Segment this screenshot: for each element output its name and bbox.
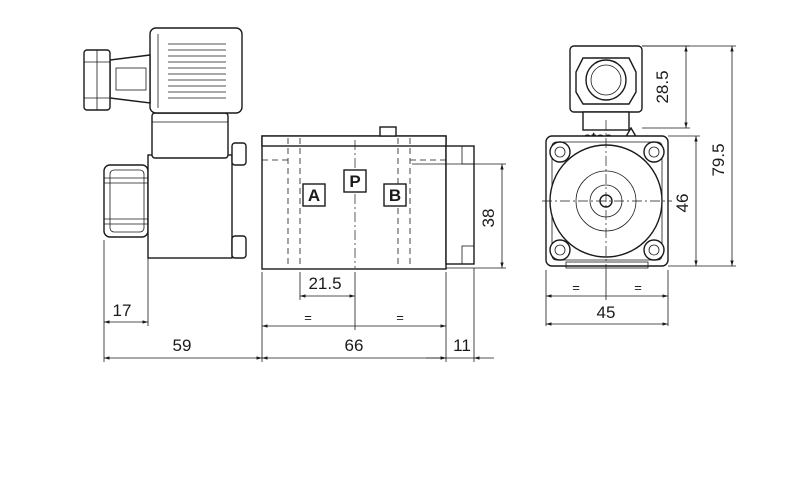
svg-text:59: 59 <box>173 336 192 355</box>
coil-knob <box>103 164 149 238</box>
dimension-half-body: = = <box>262 310 446 328</box>
svg-text:=: = <box>634 280 642 295</box>
svg-text:38: 38 <box>479 209 498 228</box>
svg-text:46: 46 <box>673 194 692 213</box>
svg-text:28.5: 28.5 <box>653 70 672 103</box>
svg-text:17: 17 <box>113 301 132 320</box>
svg-text:45: 45 <box>597 303 616 322</box>
svg-text:=: = <box>572 280 580 295</box>
port-b-label: B <box>383 183 407 207</box>
dimension-coil-length: 59 <box>104 336 262 360</box>
svg-text:21.5: 21.5 <box>308 274 341 293</box>
svg-text:79.5: 79.5 <box>709 143 728 176</box>
dimension-coil-extension: 17 <box>104 301 148 324</box>
dimension-body-height: 38 <box>412 163 506 269</box>
svg-text:=: = <box>304 310 312 325</box>
svg-text:P: P <box>349 172 360 191</box>
side-view: A P B 17 59 66 <box>83 27 506 362</box>
port-p-label: P <box>343 169 367 193</box>
dimension-port-offset: 21.5 <box>300 274 355 298</box>
dimension-connector-height: 28.5 <box>642 45 690 129</box>
dimension-body-length: 66 <box>262 336 446 360</box>
svg-text:66: 66 <box>345 336 364 355</box>
solenoid-face <box>542 120 672 270</box>
svg-text:=: = <box>396 310 404 325</box>
dimension-half-width: = = <box>546 280 668 298</box>
solenoid-coil <box>147 112 247 259</box>
svg-text:B: B <box>389 186 401 205</box>
electrical-connector <box>83 27 243 114</box>
svg-text:A: A <box>308 186 320 205</box>
dimension-end-length: 11 <box>426 336 494 360</box>
valve-body <box>261 126 475 270</box>
svg-text:11: 11 <box>453 336 471 355</box>
dimension-total-height: 79.5 <box>642 45 736 267</box>
port-a-label: A <box>302 183 326 207</box>
connector-front <box>569 45 643 131</box>
dimension-face-height: 46 <box>668 135 700 267</box>
dimension-width: 45 <box>546 303 668 326</box>
front-view: atos = <box>542 45 736 326</box>
